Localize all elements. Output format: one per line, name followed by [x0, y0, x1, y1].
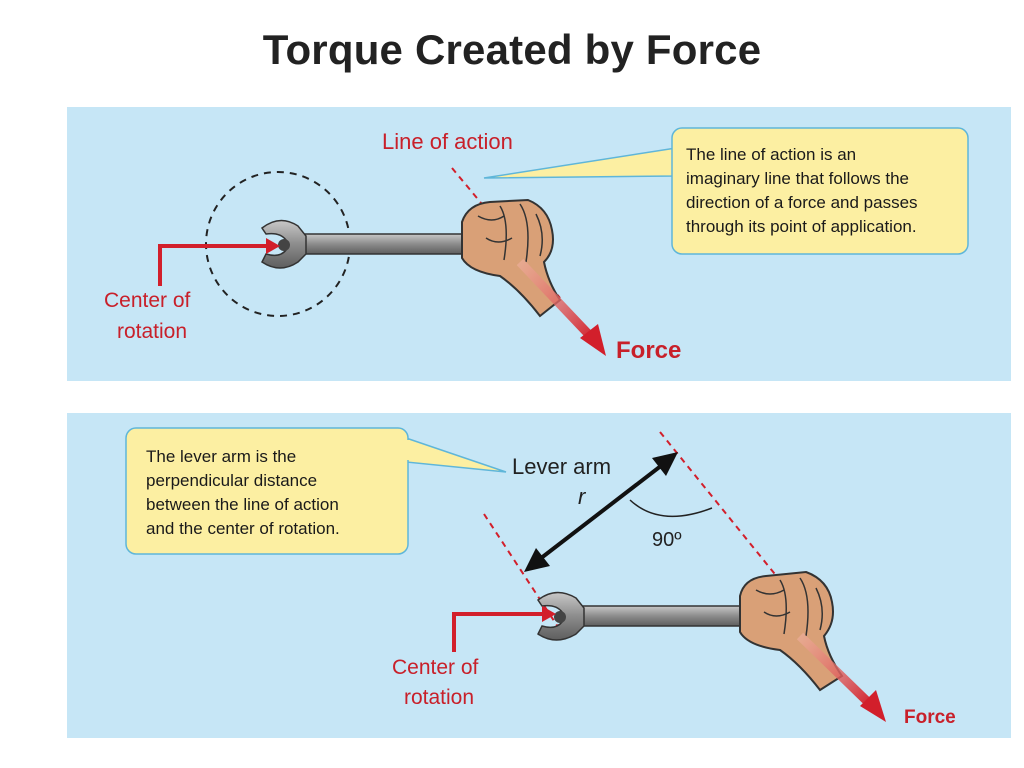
- callout-text-line: imaginary line that follows the: [686, 169, 909, 188]
- callout-text-line: and the center of rotation.: [146, 519, 340, 538]
- page-title: Torque Created by Force: [262, 26, 762, 73]
- angle-label: 90º: [652, 529, 682, 551]
- lever-arm-arrow: [524, 452, 678, 572]
- callout-line-of-action: The line of action is an imaginary line …: [483, 127, 969, 255]
- lever-arm-label: Lever arm: [512, 454, 611, 479]
- center-label-line1: Center of: [104, 289, 191, 312]
- callout-text-line: perpendicular distance: [146, 471, 317, 490]
- fist-icon: [461, 198, 562, 318]
- callout-text-line: direction of a force and passes: [686, 193, 918, 212]
- callout-lever-arm: The lever arm is the perpendicular dista…: [125, 427, 507, 555]
- callout-text-line: The lever arm is the: [146, 447, 296, 466]
- center-label-line2: rotation: [404, 686, 474, 709]
- force-label: Force: [616, 337, 681, 364]
- center-label-line2: rotation: [117, 320, 187, 343]
- r-label: r: [578, 484, 587, 509]
- callout-text-line: through its point of application.: [686, 217, 917, 236]
- center-pointer: [158, 244, 270, 286]
- wrench-icon: [260, 219, 473, 269]
- center-pointer: [452, 612, 546, 652]
- line-of-action-label: Line of action: [382, 129, 513, 154]
- force-arrow: [516, 258, 606, 356]
- angle-arc: [629, 499, 713, 518]
- center-label-line1: Center of: [392, 656, 479, 679]
- fist-icon: [739, 570, 844, 692]
- force-arrow: [796, 632, 886, 722]
- force-label: Force: [904, 707, 956, 728]
- callout-text-line: The line of action is an: [686, 145, 856, 164]
- callout-text-line: between the line of action: [146, 495, 339, 514]
